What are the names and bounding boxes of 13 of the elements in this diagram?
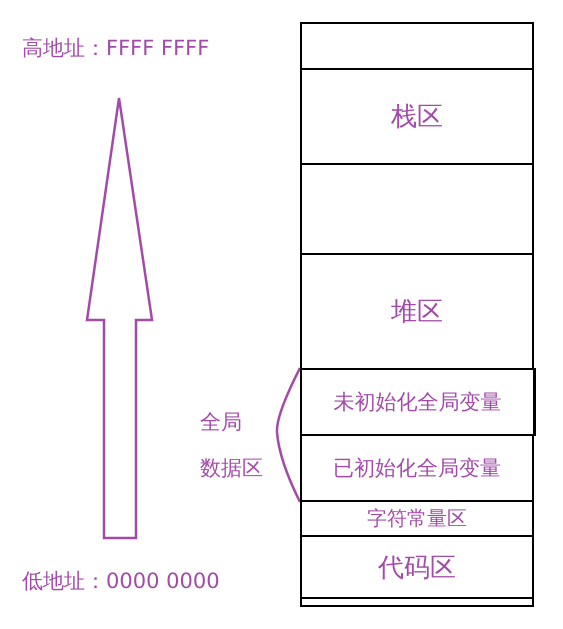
memory-segment: 已初始化全局变量 bbox=[300, 434, 534, 502]
region-label: 全局 bbox=[200, 409, 242, 436]
memory-segment bbox=[300, 22, 534, 70]
address-label: 低地址：0000 0000 bbox=[22, 568, 220, 595]
memory-segment: 字符常量区 bbox=[300, 500, 534, 537]
memory-segment: 代码区 bbox=[300, 535, 534, 599]
region-label: 数据区 bbox=[200, 455, 263, 482]
memory-segment bbox=[300, 597, 534, 607]
address-label: 高地址：FFFF FFFF bbox=[22, 35, 210, 62]
memory-segment: 未初始化全局变量 bbox=[300, 368, 536, 436]
memory-segment: 堆区 bbox=[300, 253, 534, 370]
memory-segment: 栈区 bbox=[300, 68, 534, 165]
memory-segment bbox=[300, 163, 534, 255]
